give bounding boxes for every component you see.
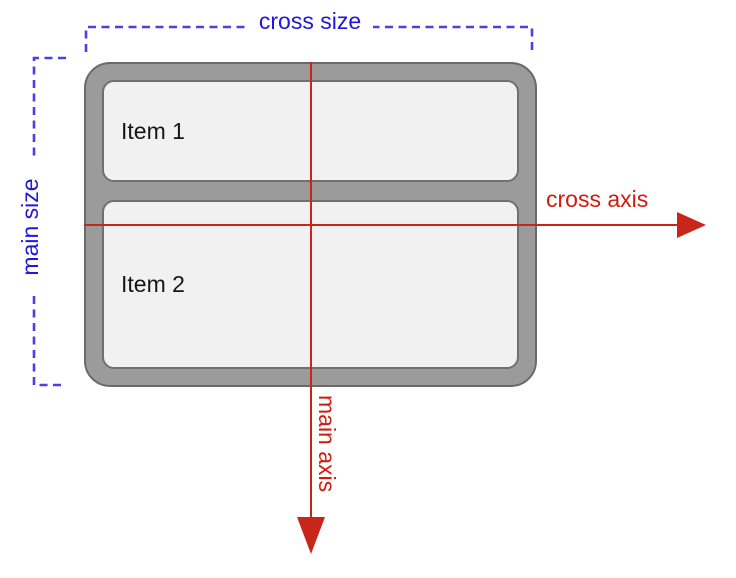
flex-item-2: Item 2 xyxy=(102,200,519,369)
down-arrowhead-icon xyxy=(297,517,325,554)
cross-axis-label: cross axis xyxy=(546,186,649,212)
main-size-label: main size xyxy=(16,160,47,294)
flex-container: Item 1 Item 2 xyxy=(84,62,537,387)
flex-item-2-label: Item 2 xyxy=(121,271,185,297)
main-axis-label: main axis xyxy=(314,395,340,493)
right-arrowhead-icon xyxy=(677,212,706,238)
flex-item-1-label: Item 1 xyxy=(121,117,185,144)
flex-item-1: Item 1 xyxy=(102,80,519,182)
cross-size-label: cross size xyxy=(247,7,373,39)
